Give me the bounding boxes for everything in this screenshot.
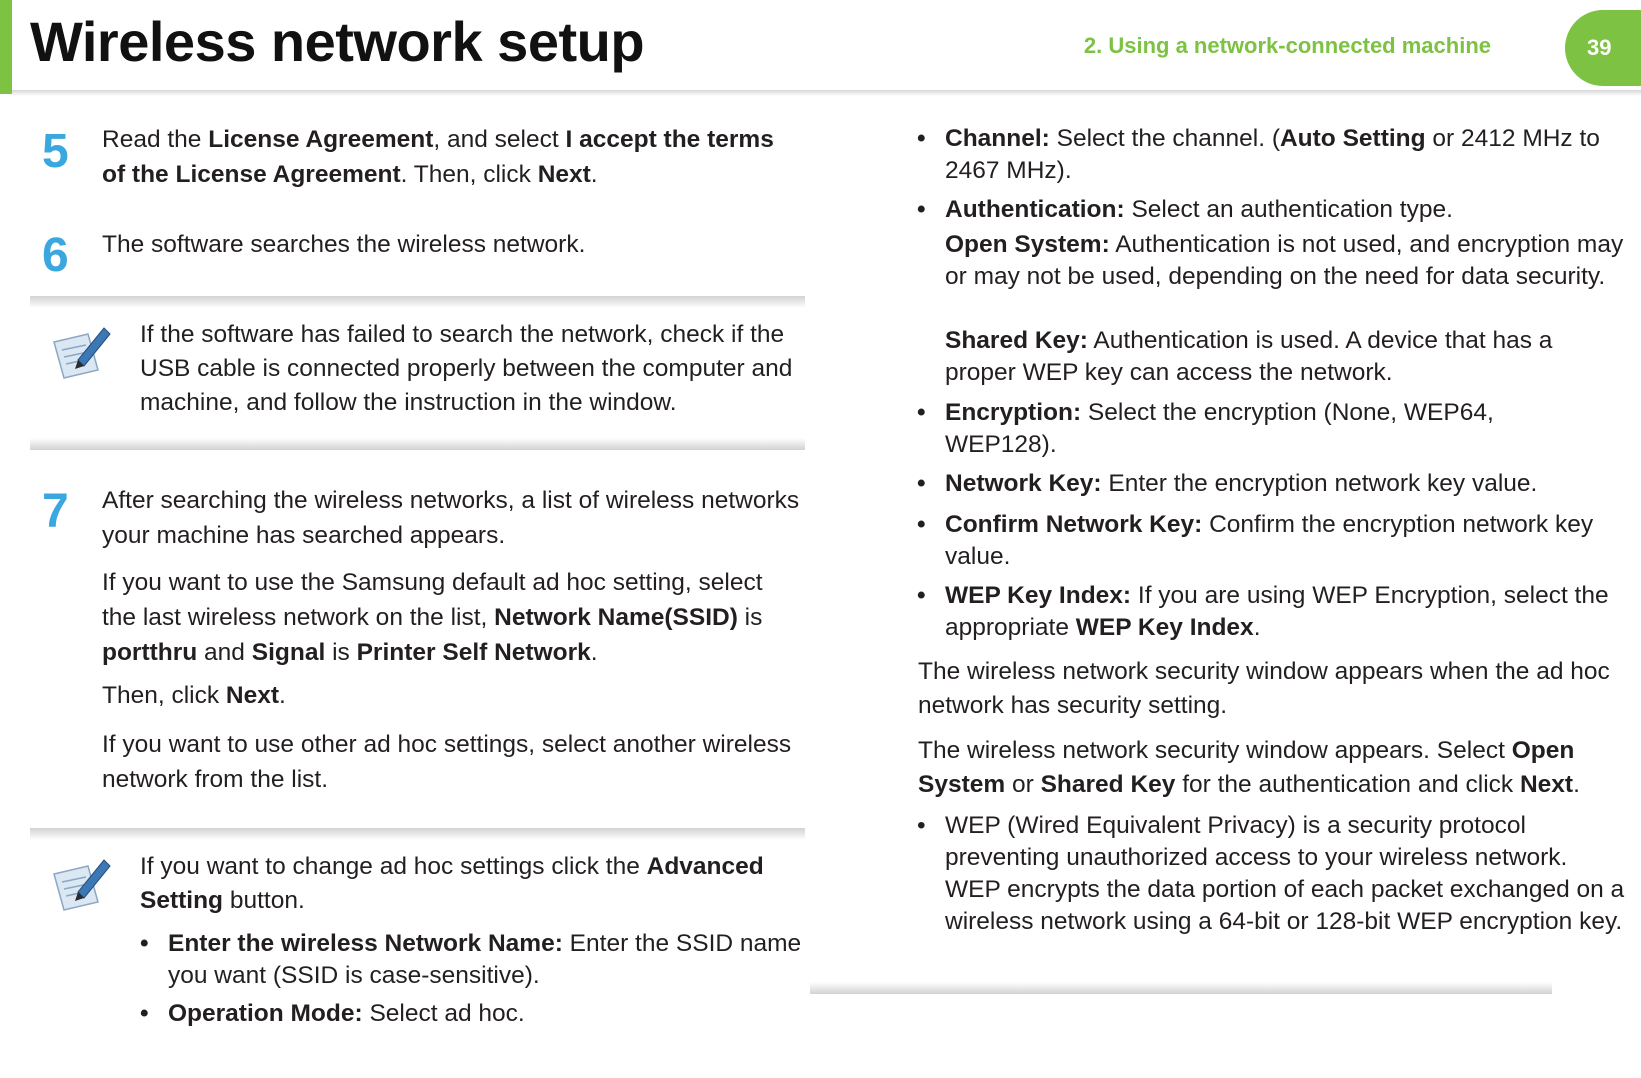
- step-number-7: 7: [42, 485, 69, 538]
- note-bottom-rule: [30, 438, 805, 450]
- step-5-text: Read the License Agreement, and select I…: [102, 126, 774, 188]
- note-pencil-icon: [53, 859, 111, 911]
- note-box-2: If you want to change ad hoc settings cl…: [30, 828, 805, 1078]
- page-number-badge: 39: [1565, 10, 1641, 86]
- note-bottom-rule: [810, 982, 1552, 994]
- note-top-rule: [30, 296, 805, 308]
- step-number-5: 5: [42, 125, 69, 178]
- bullet-confirm-network-key: •Confirm Network Key: Confirm the encryp…: [917, 511, 1594, 570]
- note-box-1: If the software has failed to search the…: [30, 296, 805, 452]
- note-top-rule: [30, 828, 805, 840]
- bullet-authentication: •Authentication: Select an authenticatio…: [917, 196, 1453, 223]
- step-7-intro: After searching the wireless networks, a…: [102, 487, 800, 549]
- bullet-wep-key-index: •WEP Key Index: If you are using WEP Enc…: [917, 582, 1609, 641]
- wep-definition: •WEP (Wired Equivalent Privacy) is a sec…: [917, 812, 1625, 935]
- header-divider: [12, 90, 1641, 96]
- note-pencil-icon: [53, 327, 111, 379]
- chapter-title: 2. Using a network-connected machine: [1083, 33, 1491, 58]
- note-2-bullet-operation-mode: •Operation Mode: Select ad hoc.: [140, 1000, 525, 1027]
- auth-open-system: Open System: Authentication is not used,…: [945, 231, 1624, 290]
- bullet-network-key: •Network Key: Enter the encryption netwo…: [917, 470, 1538, 497]
- note-1-text: If the software has failed to search the…: [140, 321, 793, 416]
- note-2-text: If you want to change ad hoc settings cl…: [140, 853, 764, 914]
- security-window-note: The wireless network security window app…: [918, 658, 1610, 719]
- step-7-other-settings: If you want to use other ad hoc settings…: [102, 731, 792, 793]
- note-2-bullet-network-name: •Enter the wireless Network Name: Enter …: [140, 930, 802, 989]
- auth-shared-key: Shared Key: Authentication is used. A de…: [945, 327, 1553, 386]
- step-7-default-setting: If you want to use the Samsung default a…: [102, 569, 763, 666]
- step-7-click-next: Then, click Next.: [102, 682, 286, 709]
- step-6-text: The software searches the wireless netwo…: [102, 231, 586, 258]
- page-title: Wireless network setup: [30, 10, 645, 73]
- security-window-select: The wireless network security window app…: [918, 737, 1580, 798]
- header-accent-bar: [0, 0, 12, 94]
- bullet-encryption: •Encryption: Select the encryption (None…: [917, 399, 1494, 458]
- step-number-6: 6: [42, 229, 69, 282]
- bullet-channel: •Channel: Select the channel. (Auto Sett…: [917, 125, 1600, 184]
